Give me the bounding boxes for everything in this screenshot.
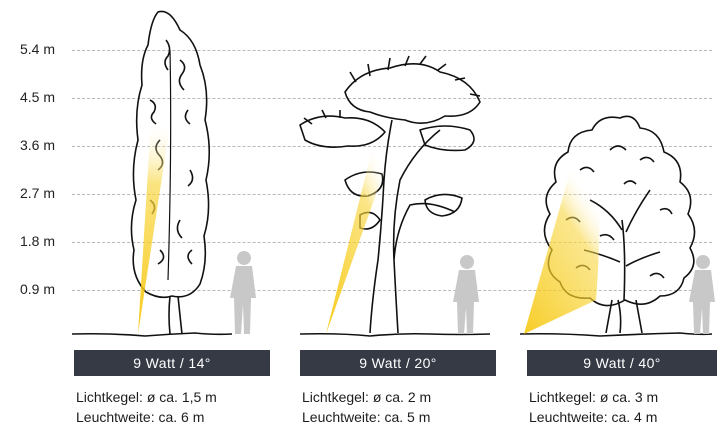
person-silhouette-2 [453, 255, 479, 334]
light-beam-1 [138, 120, 170, 334]
beam-diameter-text: Lichtkegel: ø ca. 1,5 m [76, 387, 217, 407]
light-beam-3 [524, 172, 600, 334]
light-range-text: Leuchtweite: ca. 6 m [76, 407, 217, 427]
pine-tree [300, 56, 480, 333]
beam-diameter-text: Lichtkegel: ø ca. 3 m [529, 387, 658, 407]
spec-bar-40-degree: 9 Watt / 40° [527, 350, 717, 376]
spec-bar-14-degree: 9 Watt / 14° [74, 350, 270, 376]
person-silhouette-1 [230, 251, 256, 334]
fixture-info-2: Lichtkegel: ø ca. 2 m Leuchtweite: ca. 5… [302, 387, 431, 427]
fixture-info-3: Lichtkegel: ø ca. 3 m Leuchtweite: ca. 4… [529, 387, 658, 427]
trees-illustration [0, 0, 719, 345]
fixture-info-1: Lichtkegel: ø ca. 1,5 m Leuchtweite: ca.… [76, 387, 217, 427]
spec-bar-20-degree: 9 Watt / 20° [300, 350, 496, 376]
light-range-text: Leuchtweite: ca. 5 m [302, 407, 431, 427]
light-range-text: Leuchtweite: ca. 4 m [529, 407, 658, 427]
beam-diameter-text: Lichtkegel: ø ca. 2 m [302, 387, 431, 407]
ground-line [72, 333, 712, 336]
light-beam-2 [326, 142, 392, 334]
